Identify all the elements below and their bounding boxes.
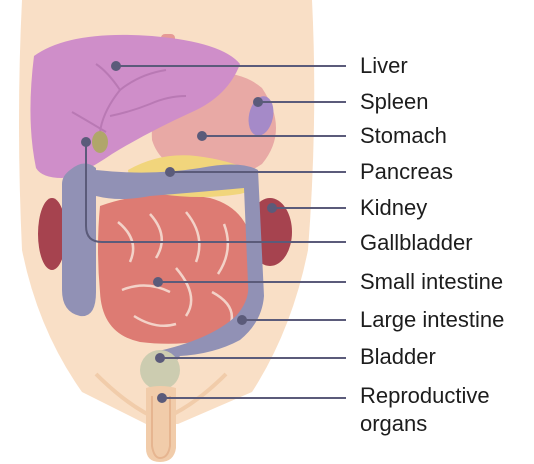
- leader-dot-kidney: [268, 204, 276, 212]
- leader-dot-large-intestine: [238, 316, 246, 324]
- label-reproductive-organs-line-1: Reproductive: [360, 382, 490, 410]
- leader-dot-liver: [112, 62, 120, 70]
- label-stomach: Stomach: [360, 123, 447, 149]
- leader-dot-gallbladder: [82, 138, 90, 146]
- leader-dot-bladder: [156, 354, 164, 362]
- kidney-left: [38, 198, 66, 270]
- leader-dot-small-intestine: [154, 278, 162, 286]
- label-reproductive-organs: Reproductive organs: [360, 382, 490, 438]
- label-bladder: Bladder: [360, 344, 436, 370]
- label-pancreas: Pancreas: [360, 159, 453, 185]
- label-reproductive-organs-line-2: organs: [360, 410, 490, 438]
- label-kidney: Kidney: [360, 195, 427, 221]
- leader-dot-reproductive-organs: [158, 394, 166, 402]
- leader-dot-spleen: [254, 98, 262, 106]
- label-small-intestine: Small intestine: [360, 269, 503, 295]
- label-large-intestine: Large intestine: [360, 307, 504, 333]
- label-liver: Liver: [360, 53, 408, 79]
- label-gallbladder: Gallbladder: [360, 230, 473, 256]
- label-spleen: Spleen: [360, 89, 429, 115]
- gallbladder: [92, 131, 108, 153]
- leader-dot-stomach: [198, 132, 206, 140]
- leader-dot-pancreas: [166, 168, 174, 176]
